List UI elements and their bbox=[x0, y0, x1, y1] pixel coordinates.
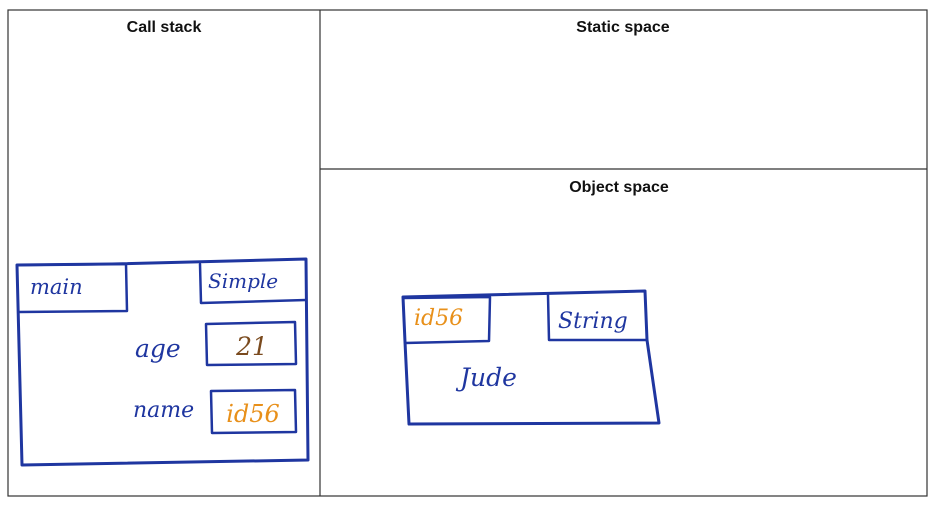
var-value-box-name bbox=[209, 388, 298, 435]
var-value-name: id56 bbox=[226, 400, 280, 428]
var-name-name: name bbox=[133, 398, 194, 423]
method-name-label: main bbox=[30, 275, 83, 299]
call-stack-title: Call stack bbox=[127, 19, 202, 36]
object-id-box bbox=[402, 295, 492, 345]
object-value-label: Jude bbox=[455, 363, 517, 392]
outer-border bbox=[7, 9, 928, 497]
object-space-title: Object space bbox=[569, 179, 669, 196]
class-name-box bbox=[198, 262, 308, 305]
var-value-age: 21 bbox=[235, 332, 268, 361]
stack-frame-main: main Simple age 21 name id56 bbox=[15, 257, 310, 467]
object-type-label: String bbox=[558, 309, 628, 334]
object-id-label: id56 bbox=[414, 306, 463, 331]
var-value-box-age bbox=[204, 320, 298, 367]
class-name-label: Simple bbox=[208, 269, 278, 293]
method-name-box bbox=[16, 262, 129, 314]
static-space-title: Static space bbox=[576, 19, 669, 36]
heap-object-id56: id56 String Jude bbox=[401, 289, 661, 426]
object-type-box bbox=[546, 293, 649, 342]
var-name-age: age bbox=[135, 334, 181, 363]
panel-borders bbox=[7, 9, 928, 497]
